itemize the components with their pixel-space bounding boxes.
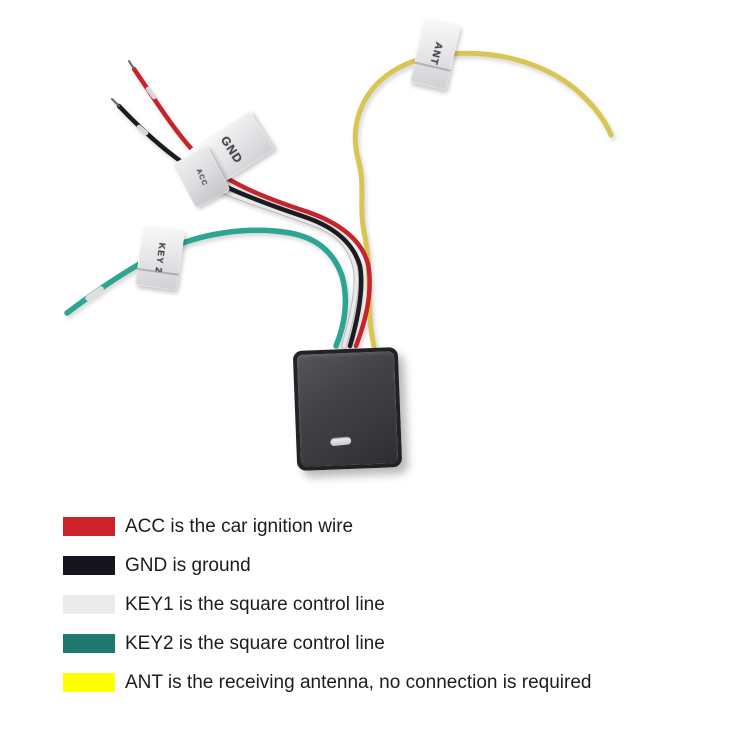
key2-color-swatch [63,634,115,653]
gnd-wire-tip [111,98,120,107]
legend-label-ant: ANT is the receiving antenna, no connect… [125,672,592,693]
key2-wire [64,227,349,349]
key2-wire-stripped-band [85,286,104,301]
key2-wire-tag: KEY 2 [134,224,186,291]
gnd-wire [116,103,364,349]
acc-tag-label: ACC [194,167,209,187]
module-led-slot [329,436,352,447]
acc-wire-tip [128,60,135,70]
acc-wire [131,66,372,349]
ant-tag-label: ANT [427,40,444,67]
legend-row-acc: ACC is the car ignition wire [63,517,591,536]
legend-label-key1: KEY1 is the square control line [125,594,385,615]
wire-color-legend: ACC is the car ignition wire GND is grou… [63,517,591,712]
key2-tag-label: KEY 2 [152,241,168,274]
legend-label-key2: KEY2 is the square control line [125,633,385,654]
key1-wire [205,182,359,348]
legend-row-gnd: GND is ground [63,556,591,575]
gnd-tag-label: GND [217,133,246,167]
ant-wire [352,50,614,349]
acc-wire-stripped-band [145,86,157,100]
ant-color-swatch [63,673,115,692]
control-module [292,347,403,471]
gnd-wire-stripped-band [136,124,149,136]
acc-color-swatch [63,517,115,536]
legend-row-key1: KEY1 is the square control line [63,595,591,614]
legend-row-ant: ANT is the receiving antenna, no connect… [63,673,591,692]
legend-label-acc: ACC is the car ignition wire [125,516,354,537]
legend-label-gnd: GND is ground [125,555,251,576]
gnd-color-swatch [63,556,115,575]
legend-row-key2: KEY2 is the square control line [63,634,591,653]
key1-color-swatch [63,595,115,614]
